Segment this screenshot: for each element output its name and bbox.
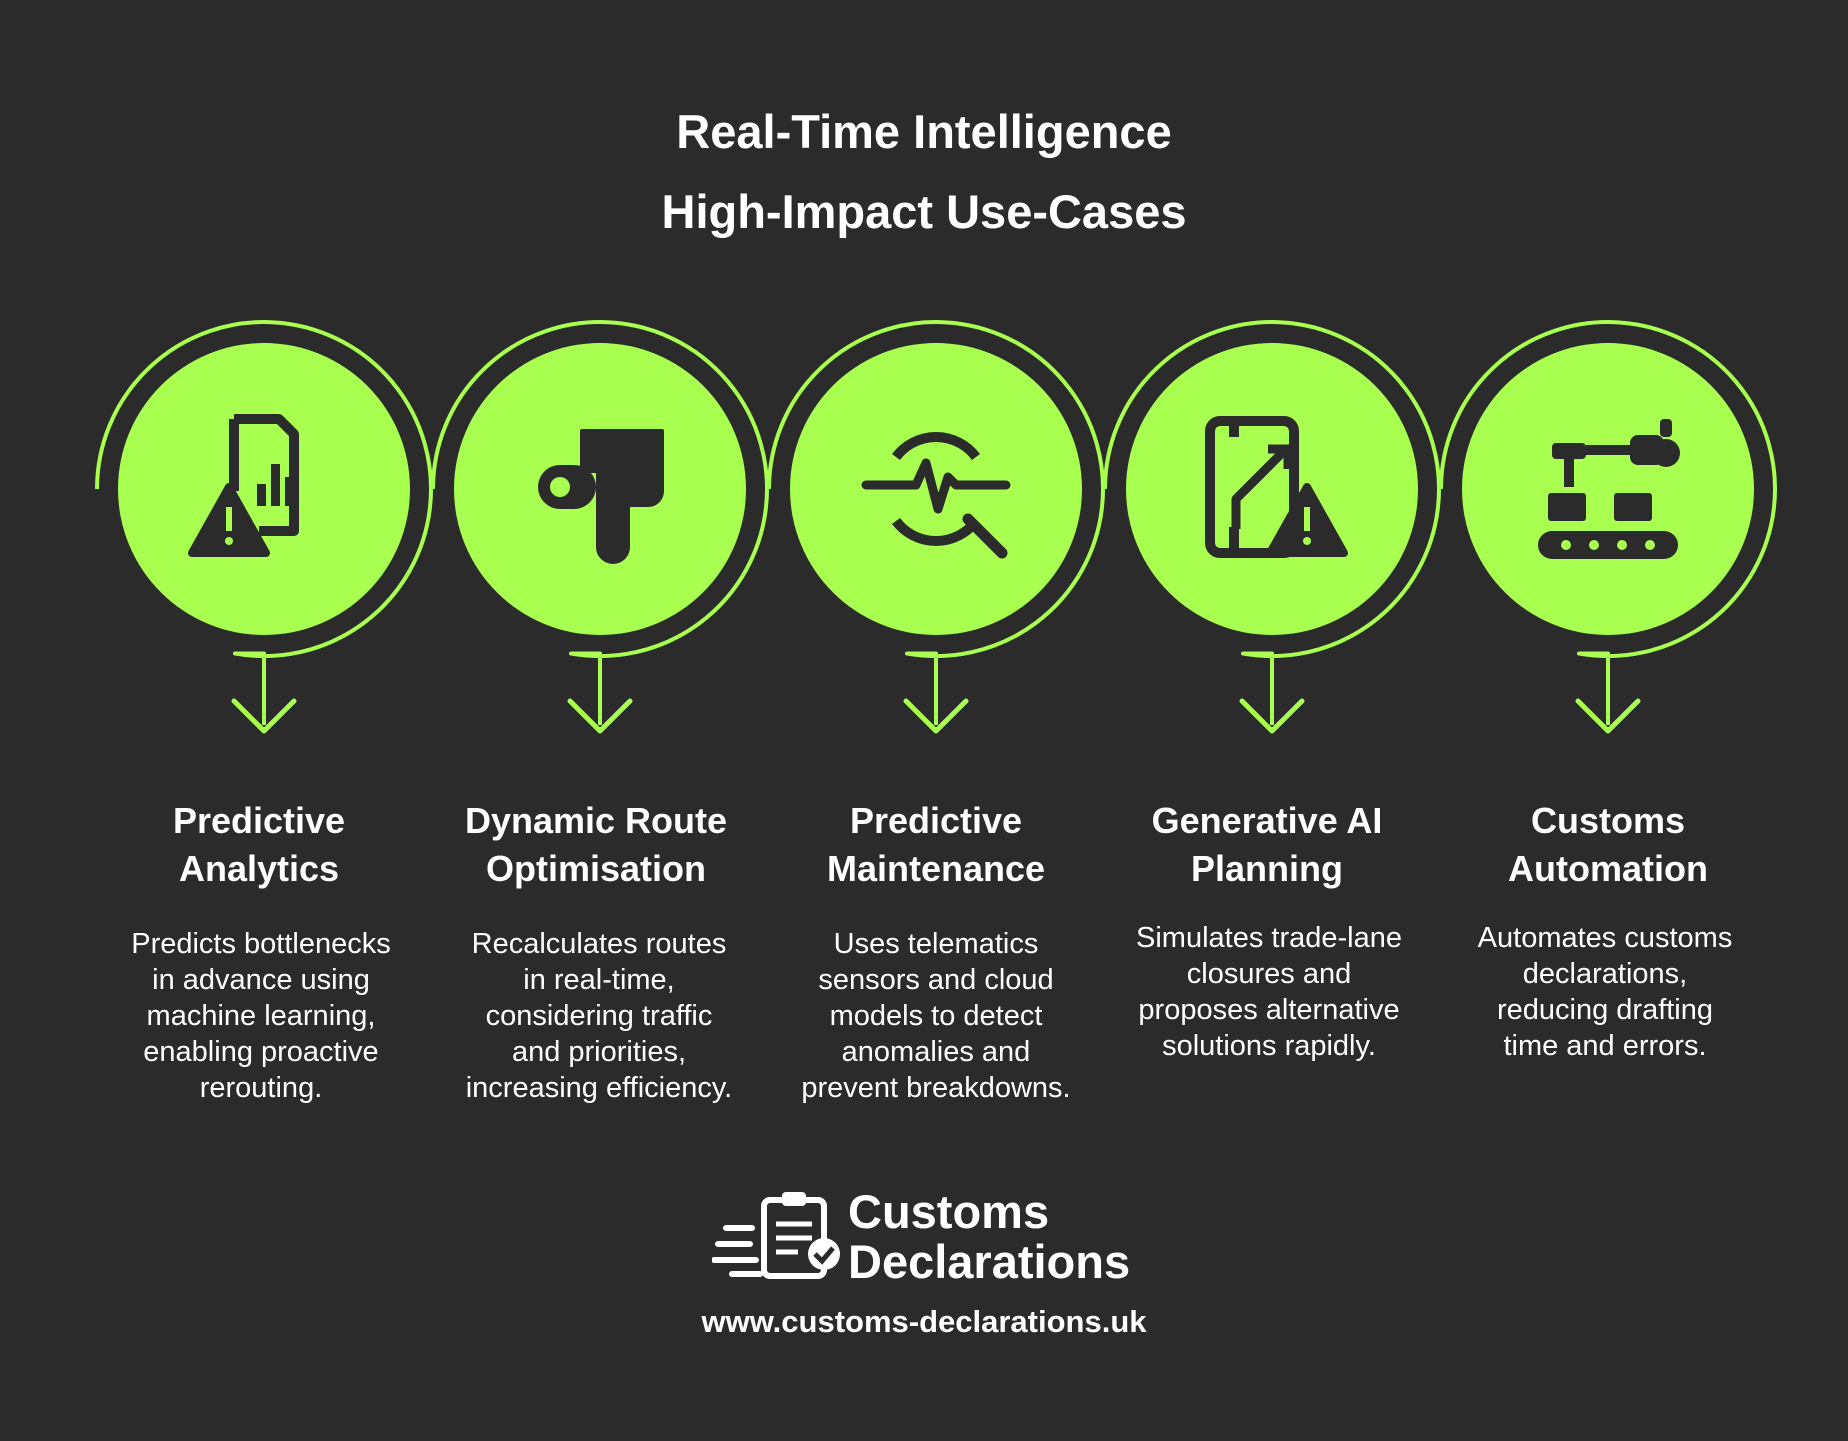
arrow-down-icon xyxy=(567,698,633,734)
use-case-circle xyxy=(1126,343,1418,635)
arrow-down-icon xyxy=(903,698,969,734)
step-title-line-1: Predictive xyxy=(172,800,346,841)
arrow-down-icon xyxy=(1575,698,1641,734)
arrow-down-icon xyxy=(1239,698,1305,734)
use-case-node xyxy=(1439,320,1777,734)
step-title-line-2: Automation xyxy=(1508,848,1708,889)
website-link[interactable]: www.customs-declarations.uk xyxy=(701,1304,1147,1339)
use-case-node xyxy=(95,320,433,734)
use-case-flow xyxy=(95,320,1777,734)
use-case-node xyxy=(1103,320,1441,734)
brand-name-line-2: Declarations xyxy=(848,1235,1131,1288)
step-title-line-1: Customs xyxy=(1530,800,1686,841)
arrow-down-icon xyxy=(231,698,297,734)
use-case-node xyxy=(431,320,769,734)
connector-arc xyxy=(767,320,1105,725)
page-title-line-2: High-Impact Use-Cases xyxy=(661,185,1187,238)
connector-arc xyxy=(1439,320,1777,725)
step-title-line-1: Predictive xyxy=(849,800,1023,841)
connector-arc xyxy=(431,320,769,725)
page-title-line-1: Real-Time Intelligence xyxy=(676,105,1172,158)
step-title-line-1: Generative AI xyxy=(1151,800,1383,841)
connector-arc xyxy=(95,320,433,725)
step-title-line-2: Maintenance xyxy=(826,848,1046,889)
connector-arc xyxy=(1103,320,1441,725)
brand-name-line-1: Customs xyxy=(848,1185,1050,1238)
use-case-circle xyxy=(1462,343,1754,635)
use-case-node xyxy=(767,320,1105,734)
step-title-line-1: Dynamic Route xyxy=(464,800,728,841)
step-title-line-2: Planning xyxy=(1191,848,1343,889)
step-title-line-2: Optimisation xyxy=(485,848,706,889)
clipboard-check-icon xyxy=(712,1192,840,1279)
step-title-line-2: Analytics xyxy=(178,848,340,889)
